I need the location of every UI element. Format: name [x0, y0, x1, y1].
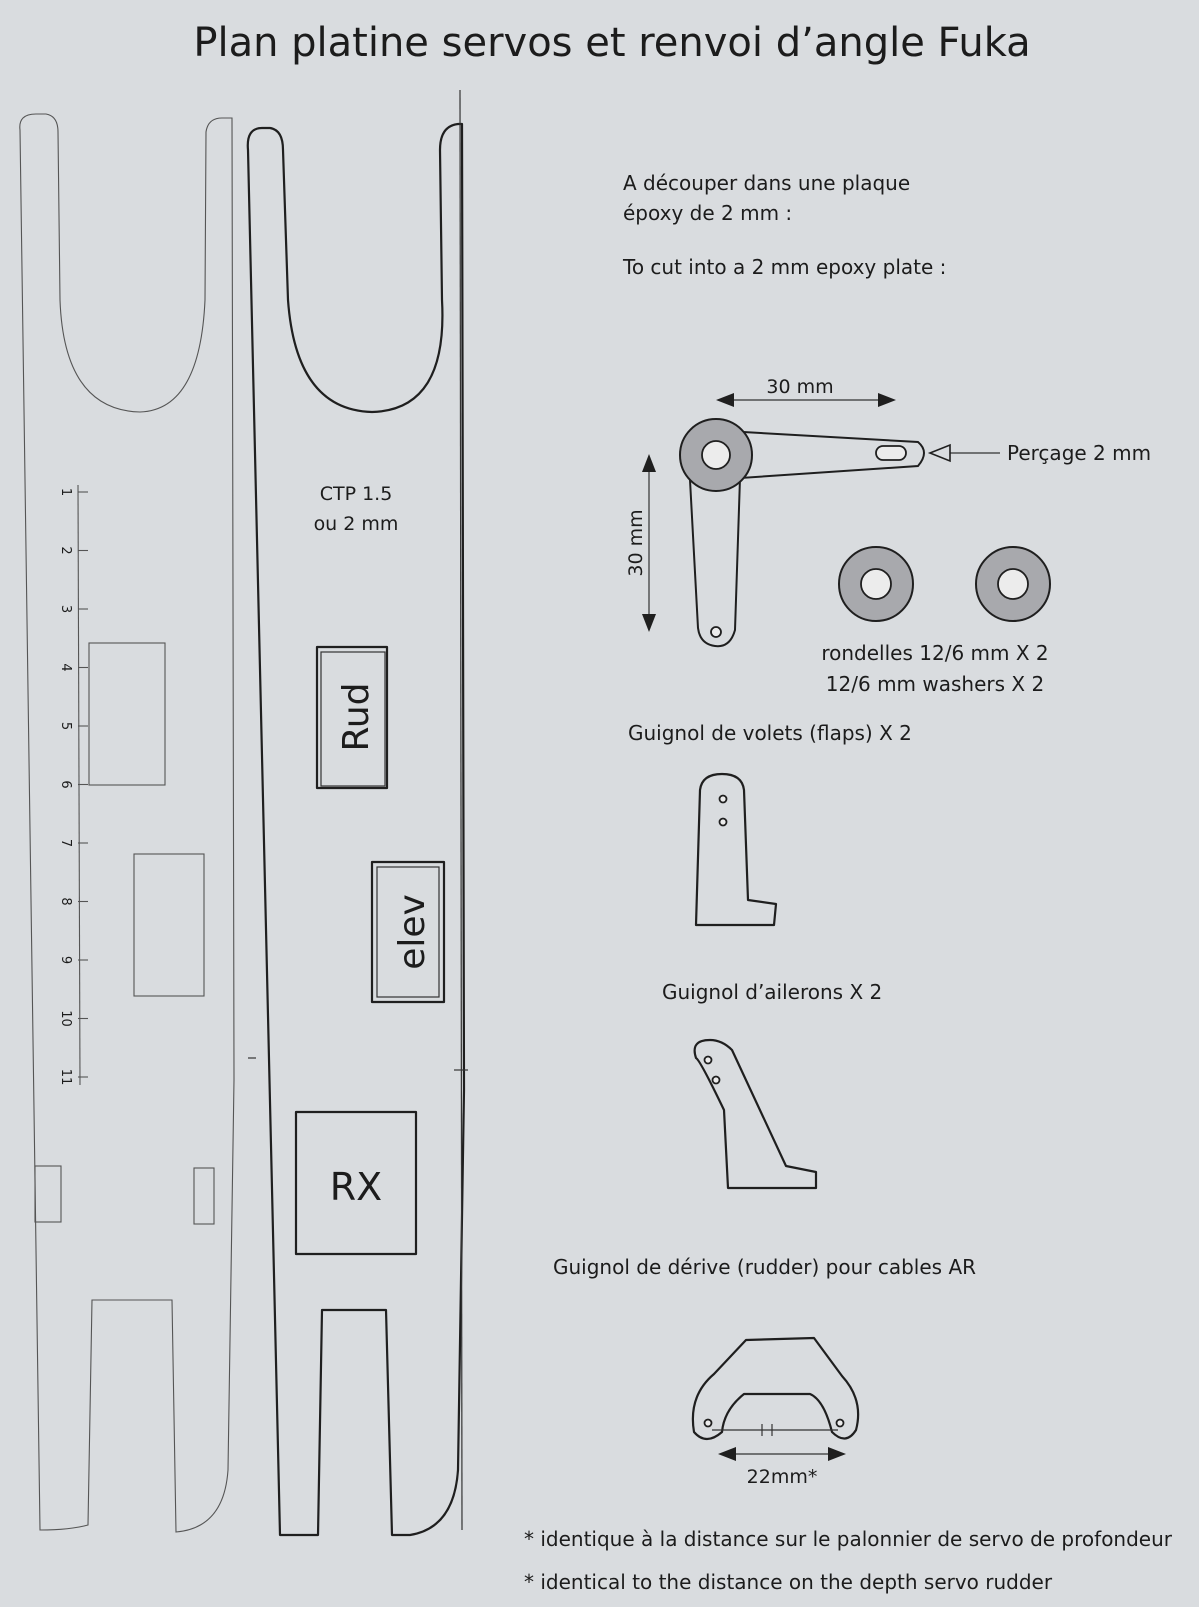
washers-label-fr: rondelles 12/6 mm X 2 — [821, 641, 1048, 665]
washers-label-en: 12/6 mm washers X 2 — [826, 672, 1044, 696]
drill-label: Perçage 2 mm — [1007, 441, 1151, 465]
ruler-number: 6 — [58, 780, 73, 788]
rudder-dimension: 22mm* — [718, 1447, 846, 1488]
plate-material-line2: ou 2 mm — [314, 513, 399, 535]
dim-vertical-label: 30 mm — [625, 509, 647, 576]
ruler-number: 1 — [58, 488, 73, 496]
ruler-number: 3 — [58, 605, 73, 613]
rud-label: Rud — [336, 682, 377, 751]
rudder-horn-label: Guignol de dérive (rudder) pour cables A… — [553, 1255, 976, 1279]
ruler-number: 5 — [58, 722, 73, 730]
page-title: Plan platine servos et renvoi d’angle Fu… — [193, 20, 1030, 66]
ruler-number: 11 — [58, 1069, 73, 1086]
dim-horizontal-label: 30 mm — [766, 376, 833, 398]
flaps-horn-label: Guignol de volets (flaps) X 2 — [628, 721, 912, 745]
instruction-en: To cut into a 2 mm epoxy plate : — [622, 255, 946, 279]
bellcrank-part — [679, 418, 925, 648]
instruction-fr-line2: époxy de 2 mm : — [623, 201, 792, 225]
instruction-fr-line1: A découper dans une plaque — [623, 171, 910, 195]
footnote-fr: * identique à la distance sur le palonni… — [524, 1527, 1173, 1551]
receiver-box: RX — [294, 1110, 418, 1256]
ruler-number: 2 — [58, 546, 73, 554]
elev-label: elev — [392, 894, 433, 970]
washer-right — [975, 546, 1051, 622]
dimension-vertical: 30 mm — [625, 454, 656, 632]
ruler-number: 9 — [58, 956, 73, 964]
pencil-plate-outline — [19, 113, 235, 1533]
drill-callout: Perçage 2 mm — [927, 441, 1151, 465]
plate-material-line1: CTP 1.5 — [320, 483, 393, 505]
rudder-horn-part — [691, 1336, 860, 1441]
ruler-number: 7 — [58, 839, 73, 847]
ailerons-horn-label: Guignol d’ailerons X 2 — [662, 980, 882, 1004]
flaps-horn-part — [694, 772, 778, 927]
servo-plate — [246, 89, 468, 1537]
footnote-en: * identical to the distance on the depth… — [524, 1570, 1053, 1594]
elevator-servo-cutout: elev — [370, 860, 446, 1004]
ailerons-horn-part — [693, 1038, 818, 1190]
ruler: 1 2 3 4 5 6 7 8 9 10 11 — [58, 484, 88, 1086]
ruler-number: 10 — [58, 1010, 73, 1027]
rx-label: RX — [330, 1165, 382, 1209]
ruler-number: 8 — [58, 897, 73, 905]
washer-left — [838, 546, 914, 622]
dimension-horizontal: 30 mm — [716, 376, 896, 407]
rudder-dim-label: 22mm* — [747, 1466, 818, 1488]
ruler-number: 4 — [58, 663, 73, 671]
rudder-servo-cutout: Rud — [315, 645, 389, 790]
